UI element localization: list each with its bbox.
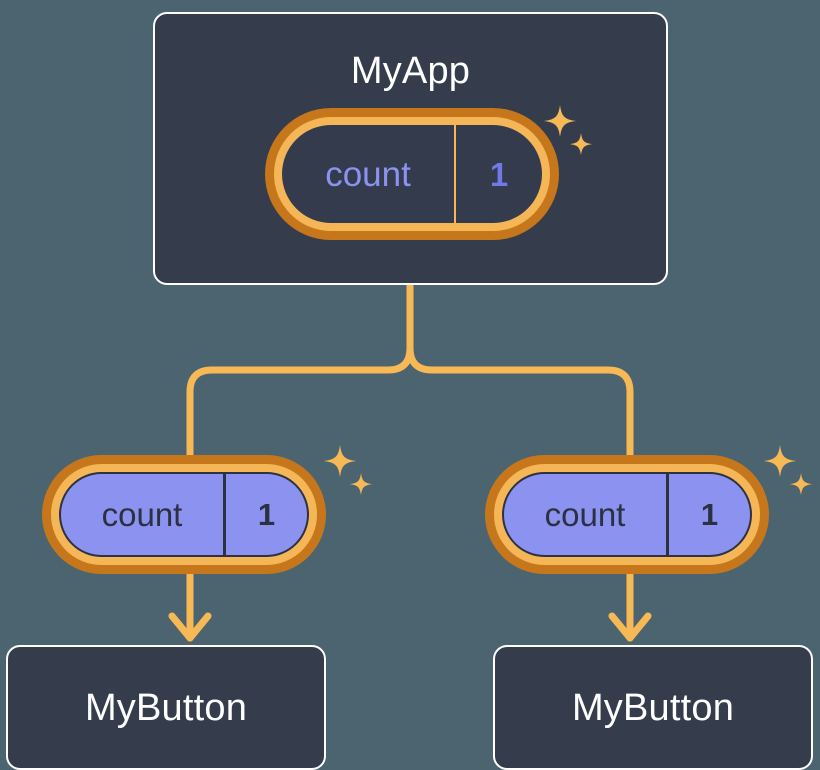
signal-name: count: [504, 474, 669, 555]
signal-pill-body: count 1: [59, 472, 309, 557]
sparkle-small-icon: [789, 473, 813, 496]
signal-name: count: [61, 474, 226, 555]
signal-pill-root[interactable]: count 1: [265, 108, 559, 240]
sparkle-large-icon: [764, 445, 796, 477]
component-title: MyApp: [350, 50, 471, 92]
signal-pill-child-1[interactable]: count 1: [485, 455, 769, 574]
signal-value: 1: [257, 497, 276, 532]
signal-value: 1: [489, 155, 509, 193]
component-box-mybutton-0[interactable]: MyButton: [6, 645, 326, 770]
signal-value: 1: [700, 497, 719, 532]
down-arrow-connector-left: [168, 569, 212, 642]
signal-pill-inner-ring: count 1: [274, 117, 550, 231]
signal-pill-child-0[interactable]: count 1: [42, 455, 326, 574]
sparkles-icon: [324, 445, 373, 496]
component-box-mybutton-1[interactable]: MyButton: [493, 645, 813, 770]
component-title: MyButton: [571, 686, 735, 729]
sparkle-large-icon: [324, 445, 356, 477]
signal-pill-inner-ring: count 1: [51, 464, 317, 565]
component-title: MyButton: [84, 686, 248, 729]
down-arrow-connector-right: [608, 569, 652, 642]
signal-name: count: [282, 125, 456, 223]
signal-pill-body: count 1: [502, 472, 752, 557]
tree-fork-connector: [186, 281, 634, 459]
sparkles-icon: [764, 445, 813, 496]
sparkle-small-icon: [349, 473, 373, 496]
signal-pill-inner-ring: count 1: [494, 464, 760, 565]
signal-pill-body: count 1: [282, 125, 542, 223]
